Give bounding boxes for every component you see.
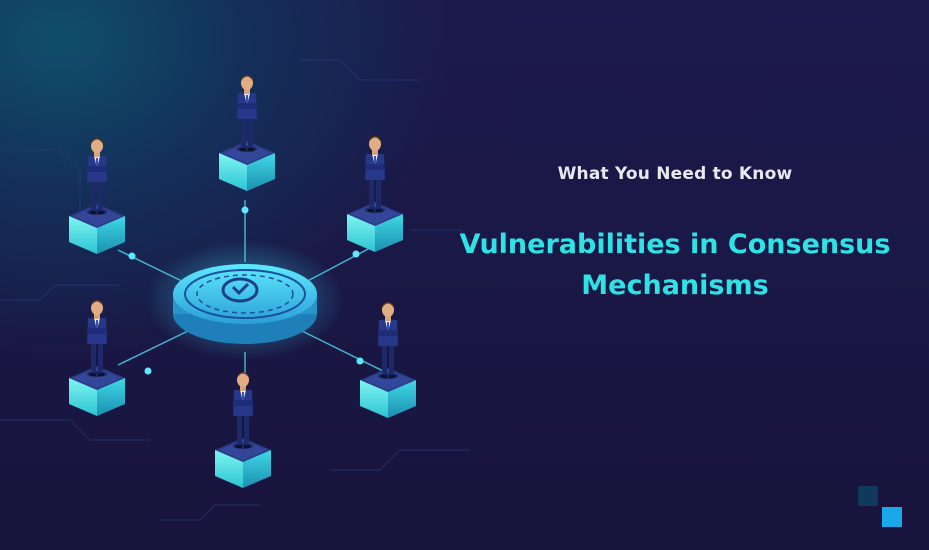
- title-line-1: Vulnerabilities in Consensus: [459, 229, 891, 260]
- consensus-hub-coin: [145, 240, 345, 360]
- node-upper-right: [347, 136, 403, 252]
- title-line-2: Mechanisms: [581, 270, 769, 301]
- page-title: Vulnerabilities in Consensus Mechanisms: [440, 224, 910, 306]
- headline-block: What You Need to Know Vulnerabilities in…: [440, 150, 910, 306]
- subtitle: What You Need to Know: [557, 164, 793, 184]
- blockchain-network-illustration: [0, 59, 476, 521]
- node-bottom: [215, 372, 271, 488]
- node-lower-left: [69, 300, 125, 416]
- check-shield-coin-icon: [221, 277, 259, 303]
- node-top: [219, 75, 275, 191]
- circuit-background: [0, 59, 476, 521]
- logo-square-bright: [882, 507, 902, 527]
- node-upper-left: [69, 138, 125, 254]
- logo-square-dark: [858, 486, 878, 506]
- node-lower-right: [360, 302, 416, 418]
- brand-logo-icon: [858, 486, 906, 530]
